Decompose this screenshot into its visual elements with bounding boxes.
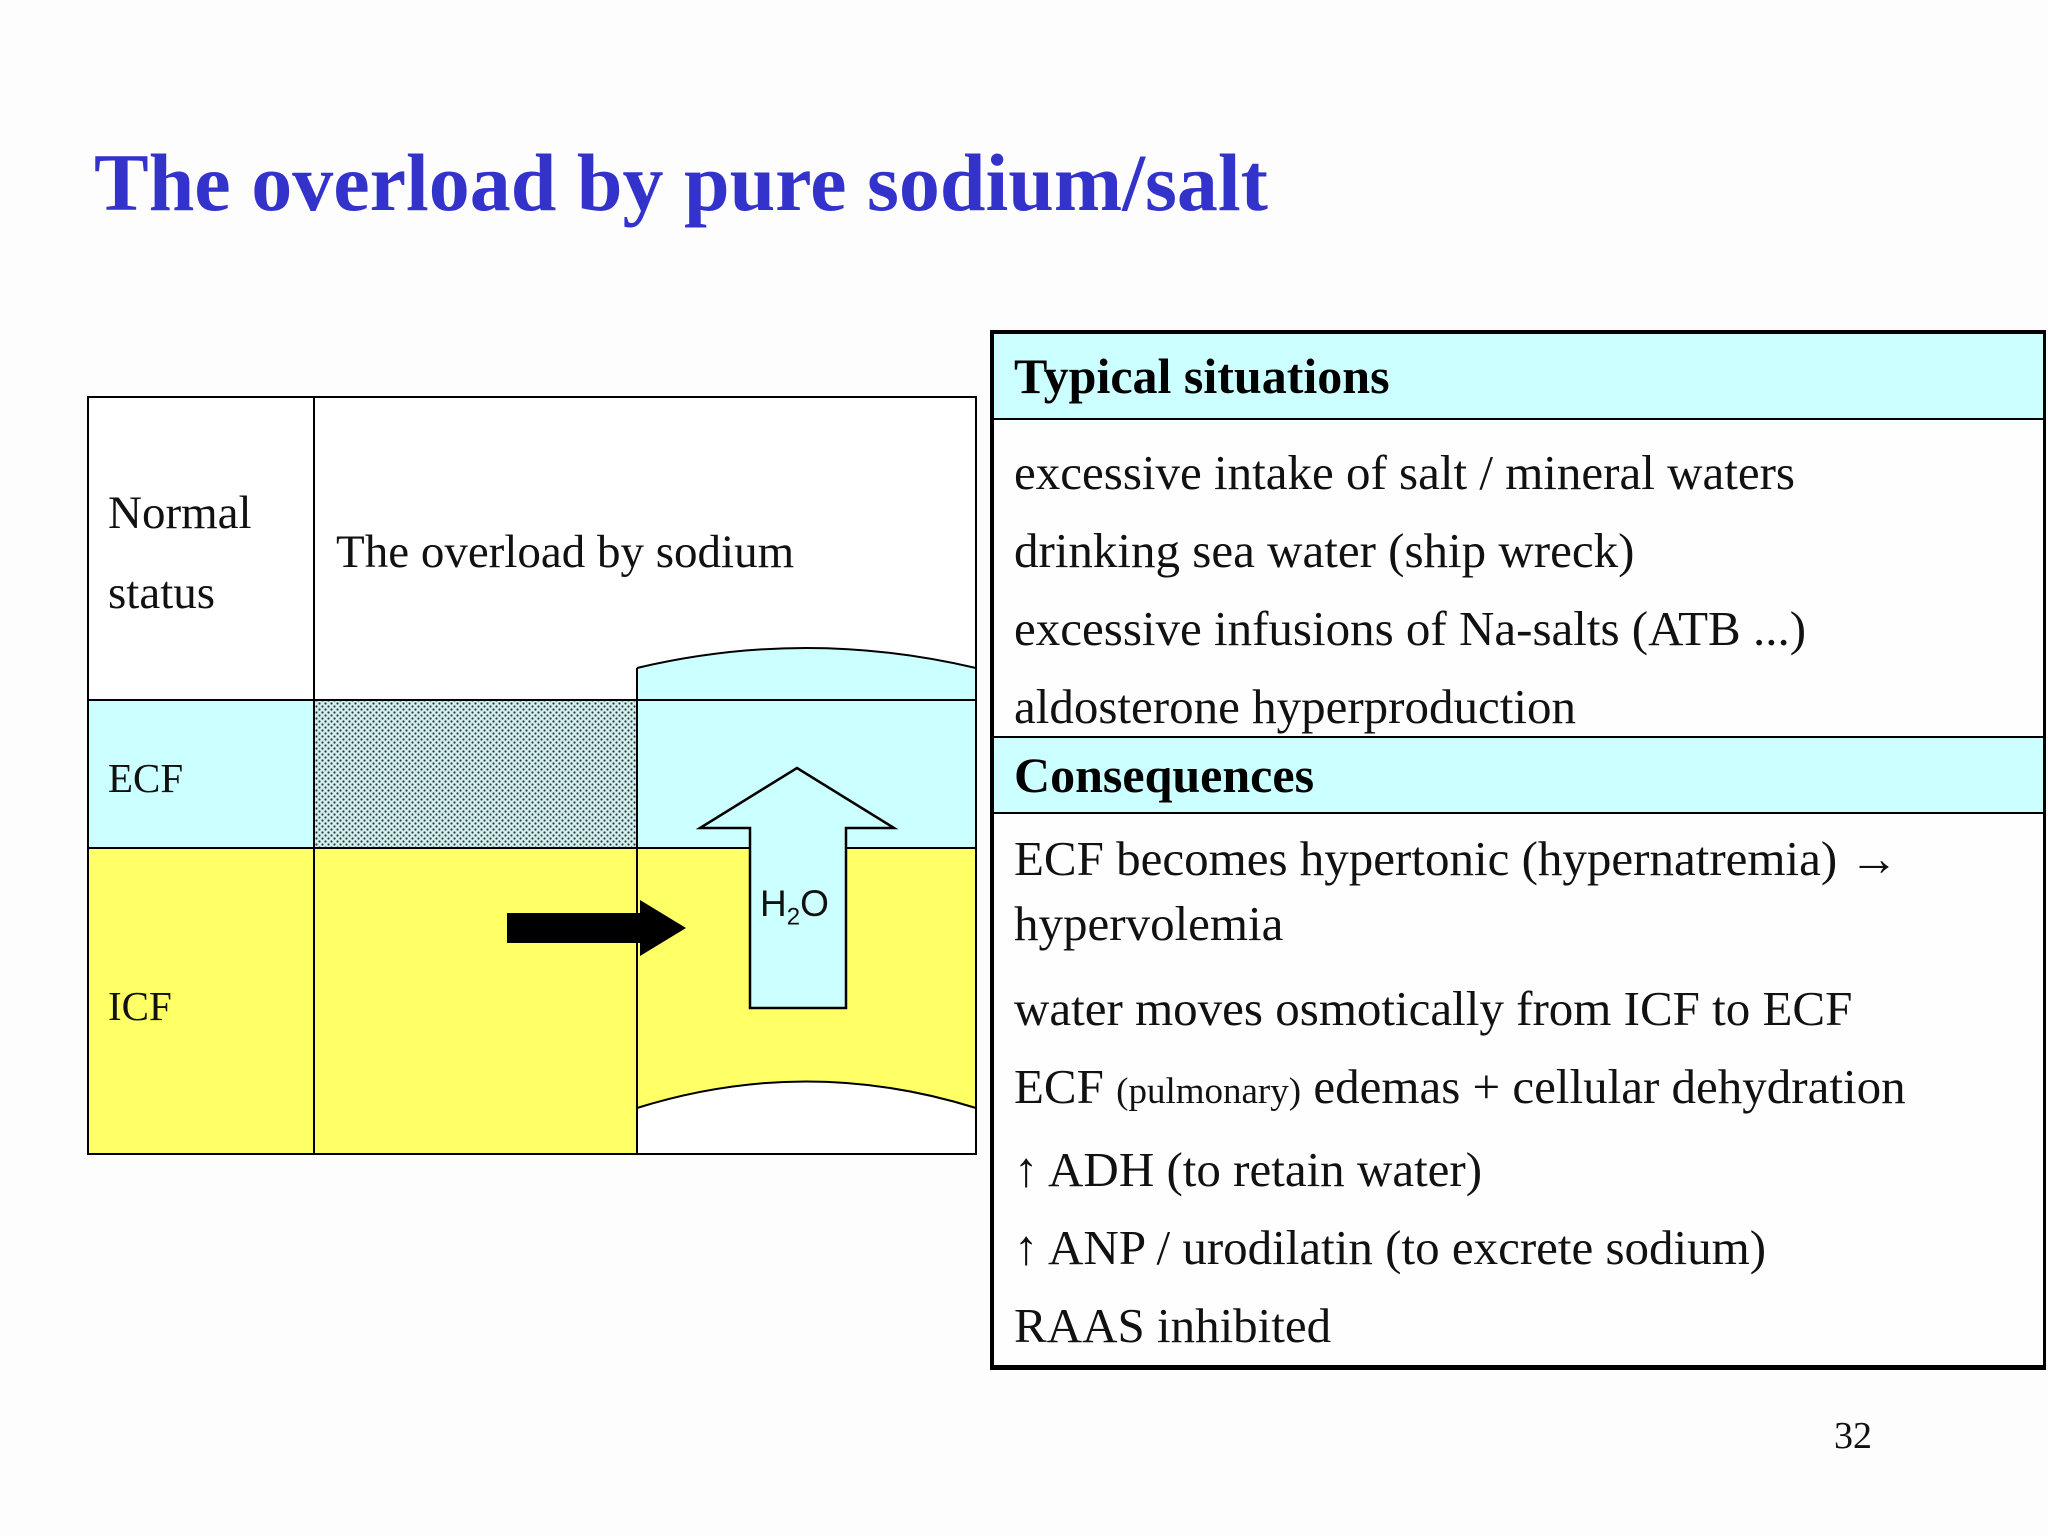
list-item: drinking sea water (ship wreck): [1014, 523, 1635, 579]
sodium-right-arrow: [507, 900, 686, 956]
water-label: H2O: [760, 883, 829, 931]
normal-icf-band: [88, 848, 314, 1154]
ecf-bulge-top: [637, 648, 976, 700]
normal-label-line1: Normal: [108, 487, 252, 539]
list-item: excessive infusions of Na-salts (ATB ...…: [1014, 601, 1807, 657]
water-up-arrow: [695, 766, 899, 1010]
icf-bottom-gap: [637, 1081, 976, 1154]
list-item: RAAS inhibited: [1014, 1298, 1332, 1353]
ecf-label: ECF: [108, 755, 184, 801]
typical-situations-heading: Typical situations: [994, 334, 2043, 421]
list-item: ECF (pulmonary) edemas + cellular dehydr…: [1014, 1059, 1906, 1114]
list-item: ECF becomes hypertonic (hypernatremia) →…: [1014, 831, 1899, 951]
list-item: ↑ ADH (to retain water): [1014, 1142, 1483, 1197]
overload-label: The overload by sodium: [336, 526, 795, 578]
normal-status-label: Normal status: [108, 474, 252, 634]
list-item: excessive intake of salt / mineral water…: [1014, 445, 1795, 501]
sodium-dotted-area: [314, 700, 637, 848]
list-item: water moves osmotically from ICF to ECF: [1014, 981, 1853, 1036]
info-table: Typical situations excessive intake of s…: [990, 330, 2046, 1370]
consequences-list: ECF becomes hypertonic (hypernatremia) →…: [994, 814, 2043, 1365]
normal-ecf-band: [88, 700, 314, 848]
icf-label: ICF: [108, 983, 172, 1029]
fluid-compartment-diagram: [87, 396, 977, 1155]
list-item: aldosterone hyperproduction: [1014, 679, 1576, 735]
consequences-heading: Consequences: [994, 736, 2043, 814]
page-number: 32: [1834, 1415, 1872, 1457]
normal-label-line2: status: [108, 566, 216, 619]
list-item: ↑ ANP / urodilatin (to excrete sodium): [1014, 1220, 1767, 1275]
middle-icf-band: [314, 848, 637, 1154]
typical-situations-list: excessive intake of salt / mineral water…: [994, 420, 2043, 736]
slide-title: The overload by pure sodium/salt: [94, 137, 1268, 228]
